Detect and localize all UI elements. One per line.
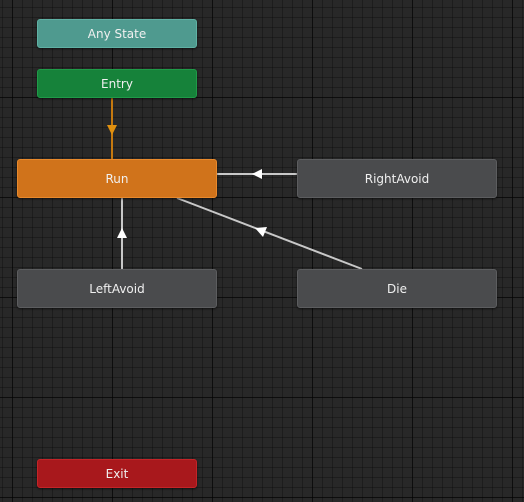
transition-leftavoid-to-run[interactable] [117,198,127,269]
state-leftavoid-label: LeftAvoid [89,281,145,296]
state-any-state[interactable]: Any State [37,19,197,48]
state-rightavoid-label: RightAvoid [364,171,430,186]
transition-entry-to-run[interactable] [107,98,117,159]
state-any-state-label: Any State [87,26,147,41]
transition-rightavoid-to-run[interactable] [217,169,297,179]
state-die[interactable]: Die [297,269,497,308]
state-leftavoid[interactable]: LeftAvoid [17,269,217,308]
state-exit-label: Exit [105,466,129,481]
state-exit[interactable]: Exit [37,459,197,488]
transition-die-to-run[interactable] [176,197,363,270]
state-rightavoid[interactable]: RightAvoid [297,159,497,198]
state-run-label: Run [105,171,129,186]
state-die-label: Die [387,281,407,296]
state-entry-label: Entry [101,76,133,91]
state-entry[interactable]: Entry [37,69,197,98]
state-run[interactable]: Run [17,159,217,198]
